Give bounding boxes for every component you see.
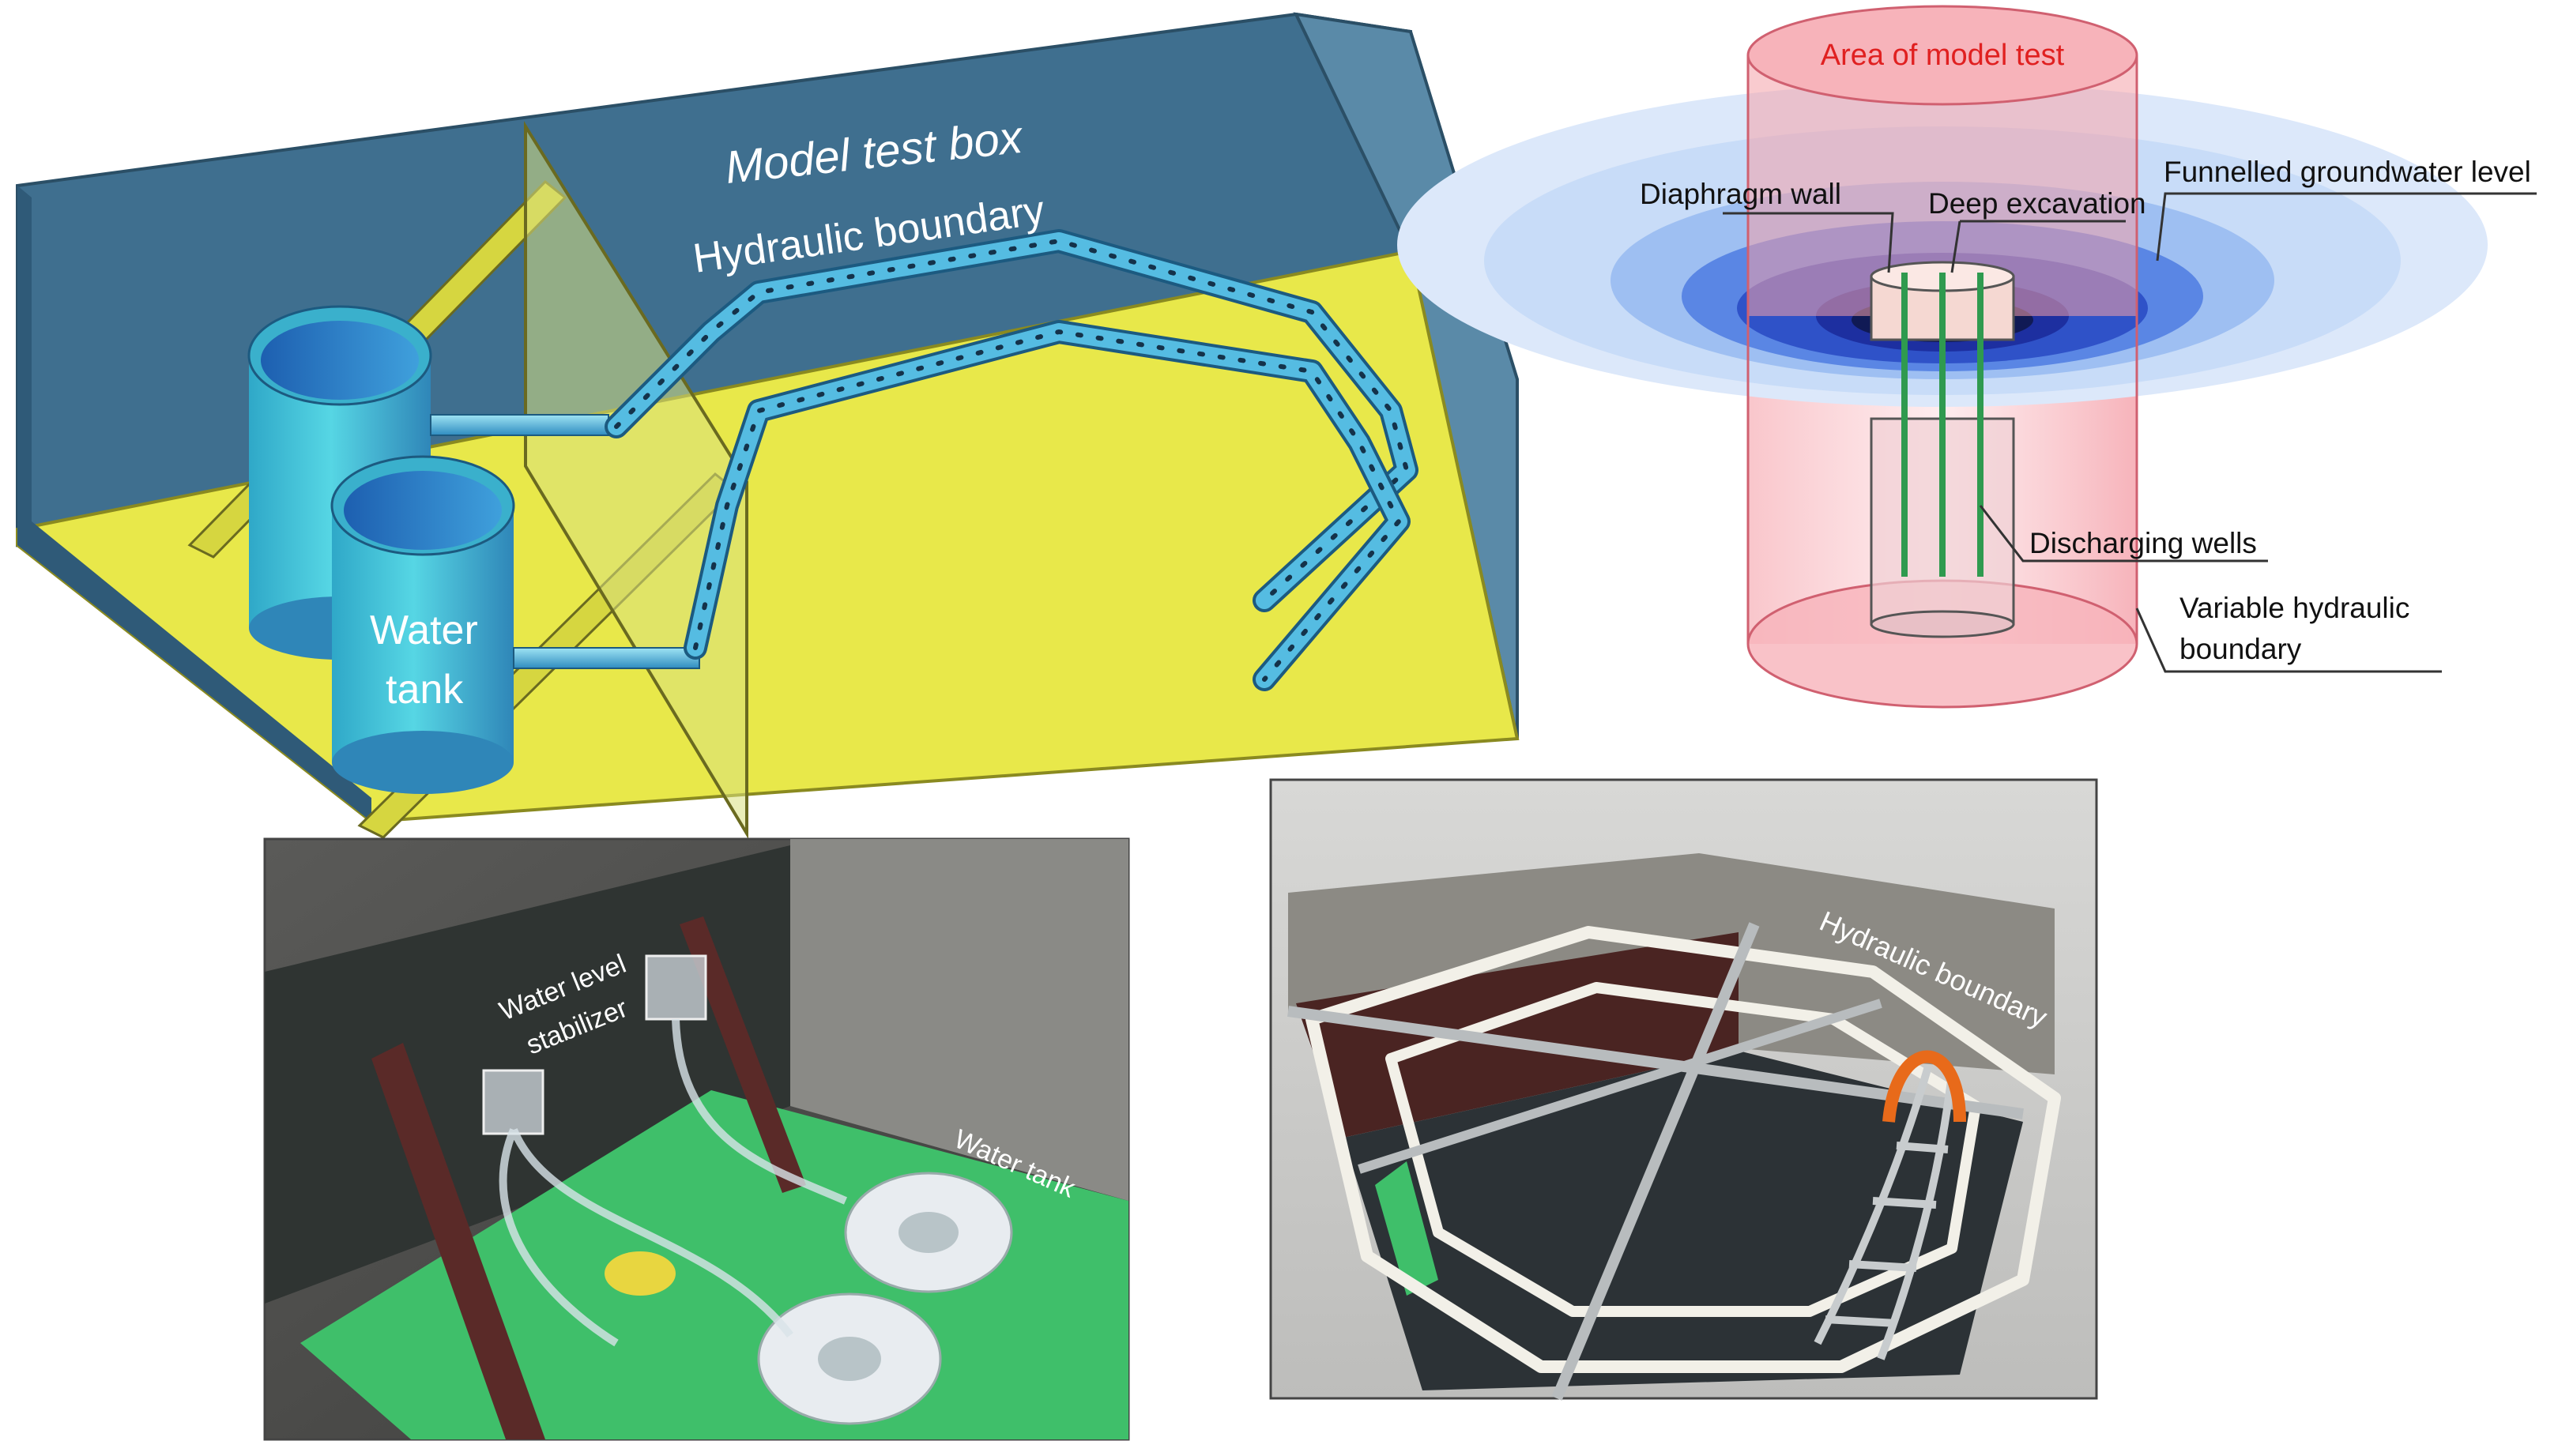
photo-right: Hydraulic boundary xyxy=(1269,778,2098,1401)
photo-left-beam-2 xyxy=(680,916,806,1193)
model-box-schematic: Model test box Hydraulic boundary Water … xyxy=(16,12,1520,840)
schematic-water-tank-label-2: tank xyxy=(386,667,464,713)
photo-left-tubes xyxy=(499,1018,848,1347)
tank-pipe-lower xyxy=(513,647,700,669)
photo-left-yellow-dish xyxy=(605,1251,676,1296)
photo-right-pit-floor xyxy=(1343,1051,2023,1390)
photo-right-ladder xyxy=(1814,1065,1956,1360)
leader-diaphragm-wall xyxy=(1723,212,1894,273)
photo-right-crossbar-3 xyxy=(1358,999,1882,1174)
funnelled-groundwater-label: Funnelled groundwater level xyxy=(2164,156,2531,188)
photo-left-stabilizer-1 xyxy=(482,1069,544,1135)
photo-right-crossbar-1 xyxy=(1287,1006,2024,1119)
water-tank-front xyxy=(330,455,515,794)
photo-left: Water level stabilizer Water tank xyxy=(263,837,1130,1441)
variable-boundary-label-2: boundary xyxy=(2179,633,2302,665)
photo-right-pit-brown-wall xyxy=(1296,932,1739,1138)
photo-right-ladder-handle xyxy=(1882,1050,1966,1123)
photo-left-concrete-wall xyxy=(790,839,1128,1201)
photo-right-boundary-frame-outer xyxy=(1305,926,2061,1373)
boundary-pipe-lower-holes xyxy=(693,329,1402,682)
leader-deep-excavation-drop xyxy=(1950,220,1961,273)
photo-right-green-strip xyxy=(1375,1161,1438,1296)
boundary-pipe-upper-holes xyxy=(614,238,1410,603)
area-of-model-test-label: Area of model test xyxy=(1821,39,2065,72)
wells-column-bottom xyxy=(1870,610,2015,638)
schematic-water-tank-label-1: Water xyxy=(370,608,478,653)
discharging-wells-label: Discharging wells xyxy=(2029,527,2257,559)
leader-variable-boundary xyxy=(2135,608,2442,673)
photo-right-boundary-frame-inner xyxy=(1385,982,1981,1317)
photo-left-bucket-1-hole xyxy=(899,1212,959,1253)
deep-excavation-label: Deep excavation xyxy=(1928,187,2146,220)
variable-boundary-label-1: Variable hydraulic xyxy=(2179,592,2409,624)
leader-funnelled xyxy=(2156,192,2537,261)
concept-diagram: Area of model test Diaphragm wall Deep e… xyxy=(1397,5,2537,709)
photo-left-beam-1 xyxy=(371,1043,545,1439)
box-right-wall xyxy=(1293,12,1519,739)
photo-right-crossbar-2 xyxy=(1551,922,1760,1401)
diaphragm-wall-label: Diaphragm wall xyxy=(1640,178,1841,210)
photo-left-stabilizer-2 xyxy=(645,954,707,1021)
tank-pipe-upper xyxy=(430,414,609,436)
leader-discharging-wells xyxy=(1979,505,2268,562)
photo-left-bucket-2-hole xyxy=(818,1337,881,1381)
